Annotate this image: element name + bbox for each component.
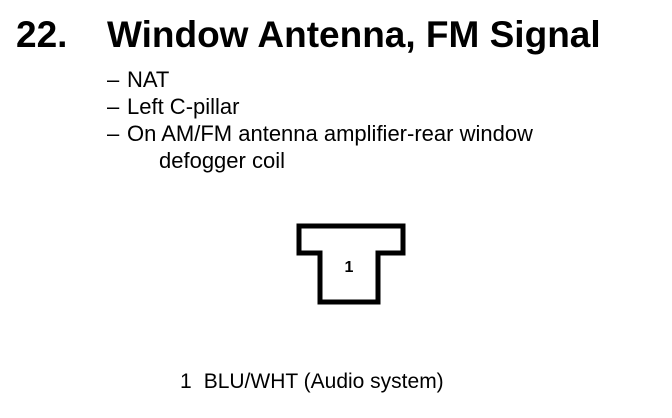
note-item: – Left C-pillar [107, 93, 667, 120]
note-item: – NAT [107, 66, 667, 93]
note-continuation: defogger coil [159, 148, 285, 173]
note-item: – On AM/FM antenna amplifier-rear window… [107, 120, 667, 174]
note-dash: – [107, 94, 120, 119]
note-dash: – [107, 67, 120, 92]
legend-pin-number: 1 [180, 370, 192, 393]
connector-outline [296, 223, 406, 305]
note-text: NAT [127, 67, 170, 92]
location-notes: – NAT – Left C-pillar – On AM/FM antenna… [107, 66, 667, 174]
note-text: On AM/FM antenna amplifier-rear window [127, 121, 533, 146]
legend-wire-description: BLU/WHT (Audio system) [203, 370, 444, 393]
component-title: Window Antenna, FM Signal [107, 14, 601, 55]
component-heading: 22. Window Antenna, FM Signal [0, 12, 672, 58]
note-text: Left C-pillar [127, 94, 240, 119]
component-number: 22. [16, 14, 68, 55]
connector-diagram: 1 [296, 223, 406, 305]
note-dash: – [107, 121, 120, 146]
connector-pin-number: 1 [345, 259, 354, 276]
pin-legend: 1 BLU/WHT (Audio system) [180, 369, 444, 395]
